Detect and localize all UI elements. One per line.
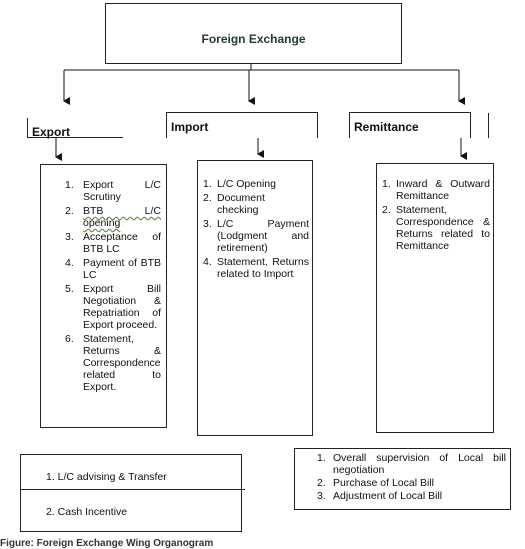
- list-item: 1.Inward & Outward Remittance: [382, 178, 490, 202]
- list-item: 3.L/C Payment (Lodgment and retirement): [203, 218, 309, 254]
- list-item: 3.Adjustment of Local Bill: [317, 490, 443, 502]
- foreign-exchange-title: Foreign Exchange: [201, 31, 306, 46]
- list-item: 1.L/C Opening: [203, 178, 276, 190]
- divider: [21, 489, 245, 490]
- import-functions-box: 1.L/C Opening 2.Document checking 3.L/C …: [197, 160, 313, 436]
- figure-caption: Figure: Foreign Exchange Wing Organogram: [0, 538, 214, 549]
- lc-advising-box: 1. L/C advising & Transfer 2. Cash Incen…: [20, 454, 245, 532]
- local-bill-box: 1.Overall supervision of Local bill nego…: [294, 448, 511, 510]
- export-header: Export: [27, 118, 123, 139]
- list-item: 4.Payment of BTB LC: [65, 257, 161, 281]
- import-label: Import: [171, 120, 209, 134]
- list-item: 2.Purchase of Local Bill: [317, 477, 434, 489]
- export-label: Export: [32, 125, 71, 139]
- remittance-functions-box: 1.Inward & Outward Remittance 2.Statemen…: [376, 163, 494, 433]
- import-header: Import: [166, 112, 318, 138]
- list-item: 4.Statement, Returns related to Import: [203, 256, 309, 280]
- remittance-header: Remittance: [349, 112, 471, 138]
- list-item: 2.Statement, Correspondence & Returns re…: [382, 204, 490, 252]
- list-item: 6.Statement, Returns & Correspondence re…: [65, 333, 161, 393]
- list-item: 1.Export L/C Scrutiny: [65, 179, 161, 203]
- list-item: 2.Document checking: [203, 192, 265, 216]
- lc-advising-item: 1. L/C advising & Transfer: [46, 471, 167, 483]
- export-functions-box: 1.Export L/C Scrutiny 2.BTB L/C opening …: [40, 164, 167, 428]
- list-item: 5.Export Bill Negotiation & Repatriation…: [65, 283, 161, 331]
- remittance-label: Remittance: [354, 120, 419, 134]
- list-item: 1.Overall supervision of Local bill nego…: [317, 452, 506, 476]
- divider-line: [488, 113, 489, 138]
- foreign-exchange-box: Foreign Exchange: [105, 3, 402, 64]
- cash-incentive-item: 2. Cash Incentive: [46, 506, 128, 518]
- list-item: 3.Acceptance of BTB LC: [65, 231, 161, 255]
- list-item: 2.BTB L/C opening: [65, 205, 161, 229]
